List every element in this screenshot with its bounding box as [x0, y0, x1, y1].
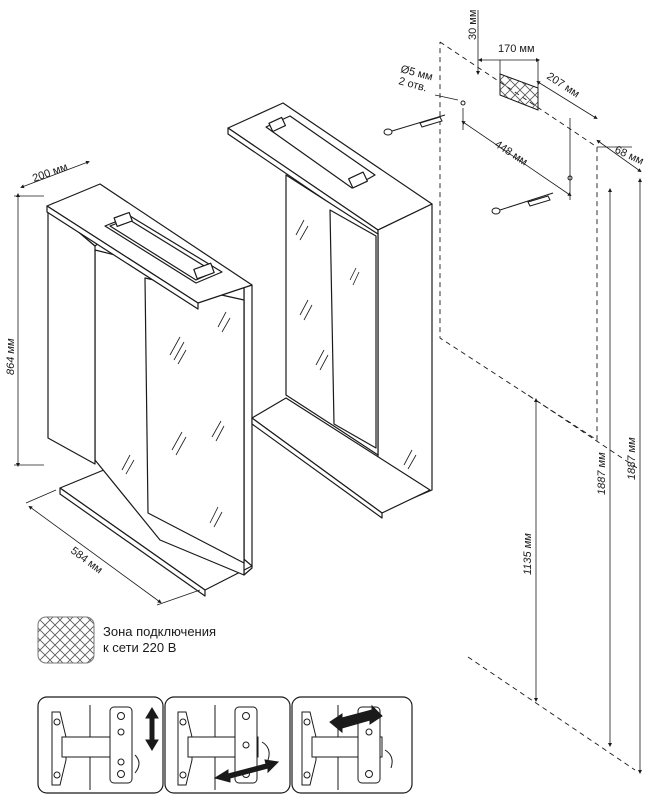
legend-text: Зона подключения к сети 220 В [103, 624, 216, 656]
hinge-3-drawing [301, 704, 393, 790]
cabinet-dimension-lines [14, 160, 201, 606]
wall-dimension-lines [434, 10, 642, 774]
legend-swatch [37, 616, 95, 664]
connection-zone-hatch [499, 73, 539, 111]
wall-outline [439, 41, 641, 771]
floor-to-holes-label-b: 1887 мм [626, 437, 638, 480]
width-dimension-label: 584 мм [68, 545, 104, 577]
legend-line-2: к сети 220 В [103, 640, 177, 655]
depth-dimension-label: 200 мм [31, 161, 69, 185]
floor-to-holes-label-a: 1887 мм [596, 452, 608, 495]
hinge-2-drawing [177, 705, 280, 790]
zone-top-offset-label: 30 мм [467, 10, 479, 40]
floor-to-cabinet-label: 1135 мм [522, 533, 534, 575]
hinge-1-drawing [51, 705, 159, 790]
holes-spacing-label: 448 мм [492, 138, 529, 168]
zone-width-label: 170 мм [498, 43, 535, 55]
cabinet-front-view [46, 183, 253, 597]
cabinet-back-view [227, 102, 433, 519]
legend-line-1: Зона подключения [103, 624, 217, 639]
zone-side-offset-label: 207 мм [544, 70, 581, 100]
wall-side-offset-label: 68 мм [613, 144, 646, 168]
height-dimension-label: 864 мм [5, 338, 17, 375]
